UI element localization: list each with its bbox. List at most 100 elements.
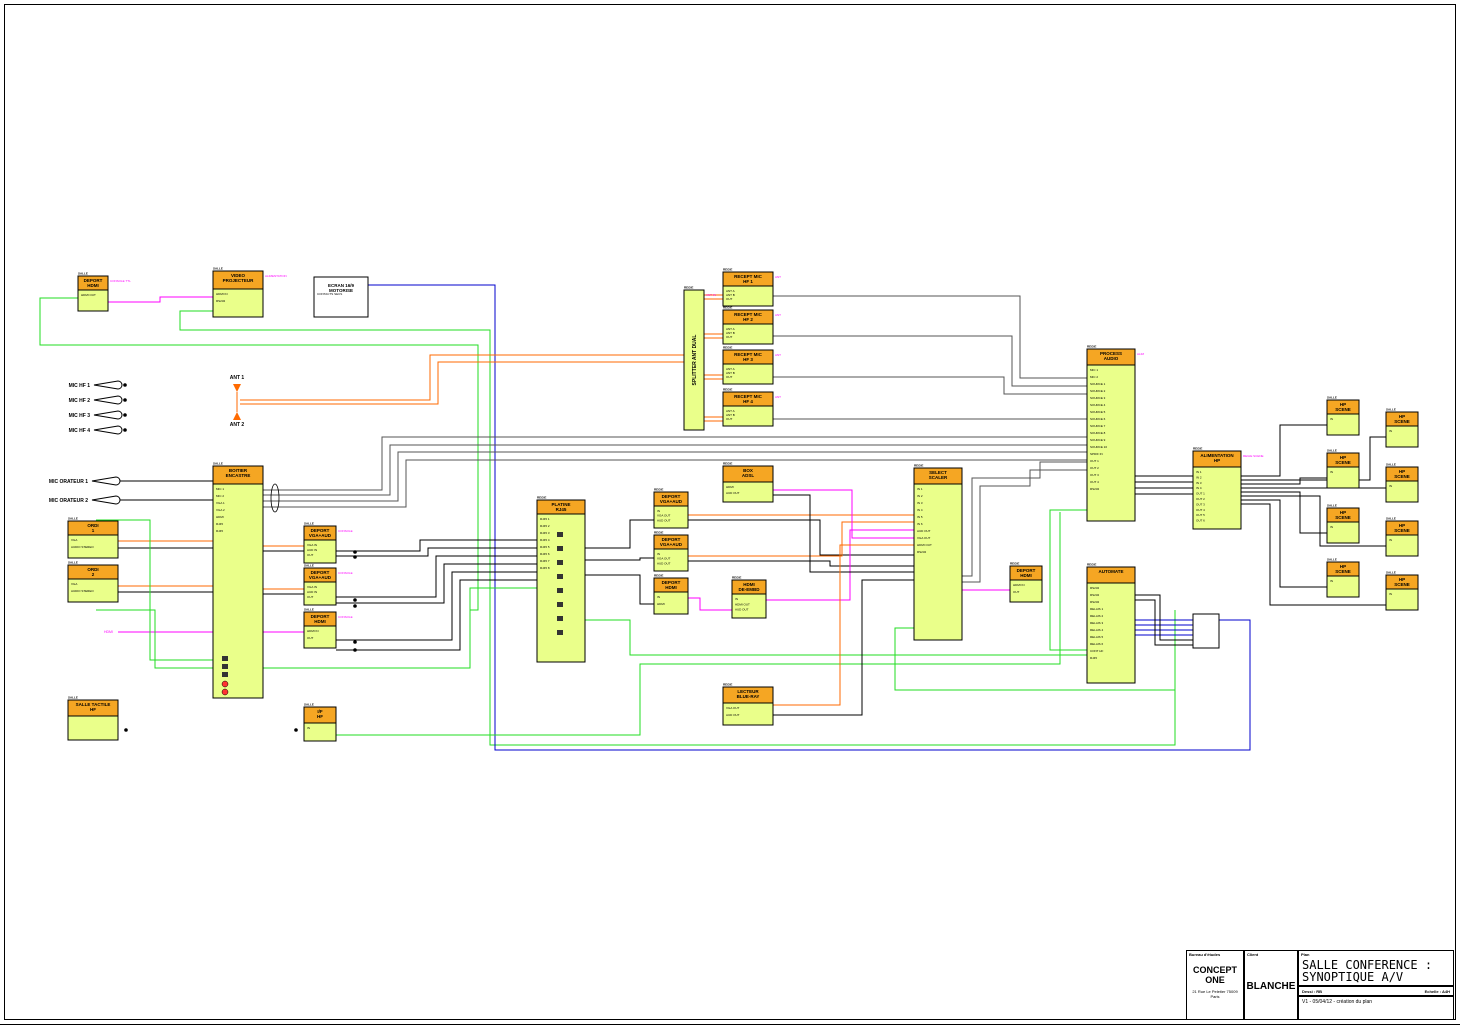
block-port-label: ANT A	[726, 327, 735, 331]
block-title: DEPORT	[311, 570, 330, 575]
wire-r1-out	[773, 295, 1087, 379]
block-body	[212, 465, 264, 699]
wires-layer	[39, 284, 1386, 751]
block-location-tag: REGIE	[723, 388, 732, 392]
block-location-tag: SALLE	[1386, 408, 1396, 412]
block-port-label: VGA 1	[216, 501, 225, 505]
block-title: BLUE-RAY	[737, 694, 760, 699]
block-title: RJ45	[556, 507, 567, 512]
block-port-label: RJ45	[1090, 656, 1097, 660]
block-title: ENCASTRE	[226, 473, 251, 478]
block-header	[653, 577, 689, 593]
block-port-label: HDMI OUT	[81, 293, 96, 297]
block-title: HP	[1340, 510, 1346, 515]
block-title: BOX	[743, 468, 753, 473]
sheet-bottom-rule	[0, 1024, 1460, 1025]
block-port-label: VGA IN	[307, 585, 317, 589]
block-port-label: SOURCE 10	[1090, 445, 1107, 449]
block-title: RECEPT MIC	[734, 312, 763, 317]
block-side-note: CONSOLE TTL	[110, 279, 131, 283]
tb-plan-line2: SYNOPTIQUE A/V	[1302, 970, 1404, 984]
block-port-label: IN	[657, 509, 660, 513]
wire-r2-out	[773, 335, 1087, 387]
block-title: RECEPT MIC	[734, 394, 763, 399]
block-port-label: RELAIS 1	[1090, 607, 1104, 611]
mic-hf-label: MIC HF 3	[69, 413, 91, 419]
block-port-label: OUT	[307, 636, 314, 640]
block-title: SCENE	[1394, 419, 1410, 424]
block-location-tag: SALLE	[1386, 463, 1396, 467]
block-title: HF 2	[743, 317, 753, 322]
block-port-label: OUT 3	[1196, 502, 1205, 506]
block-port-label: RJ45 7	[540, 559, 550, 563]
block-port-label: AUD OUT	[657, 518, 671, 522]
block-port-label: HDMI	[216, 515, 224, 519]
block-title: HF 1	[743, 279, 753, 284]
block-location-tag: REGIE	[723, 683, 732, 687]
block-port-label: IN	[735, 597, 738, 601]
block-side-note: CONSOLE	[338, 571, 353, 575]
block-title: RECEPT MIC	[734, 352, 763, 357]
block-port-label: RELAIS 4	[1090, 628, 1104, 632]
block-port-label: AUD OUT	[657, 561, 671, 565]
block-port-label: MIC 2	[216, 494, 224, 498]
block-location-tag: REGIE	[723, 346, 732, 350]
block-title: SCENE	[1394, 474, 1410, 479]
block-title: HP	[1399, 414, 1405, 419]
block-body	[313, 276, 369, 318]
block-title: MOTORISE	[329, 288, 353, 293]
block-header	[1385, 520, 1419, 536]
wire-lec-aud	[773, 579, 914, 716]
block-port-label: IN	[657, 552, 660, 556]
block-port-label: SOURCE 2	[1090, 389, 1106, 393]
mic-icon	[93, 425, 123, 435]
tb-plan-cell: Plan SALLE CONFERENCE : SYNOPTIQUE A/V	[1298, 950, 1454, 986]
cable-bundle-icon	[270, 483, 280, 513]
block-port-label: AUD IN	[307, 548, 317, 552]
block-port-label: AUD OUT	[735, 608, 749, 612]
block-title: SCENE	[1335, 460, 1351, 465]
block-title: SCENE	[1394, 528, 1410, 533]
block-port-label: SOURCE 9	[1090, 438, 1106, 442]
block-port-label: IN 4	[917, 508, 923, 512]
block-port-label: AUDIO STEREO	[71, 589, 94, 593]
wire-alim-hp3	[1241, 477, 1327, 485]
rj45-socket-icon	[557, 560, 563, 565]
wire-ant-a	[240, 354, 684, 401]
tb-company-label: Bureau d'études	[1189, 952, 1221, 957]
block-port-label: IN 3	[917, 501, 923, 505]
block-title: SELECT	[929, 470, 947, 475]
block-header	[1326, 399, 1360, 415]
block-side-note: REGIE SCENE	[1243, 454, 1264, 458]
block-header	[1385, 466, 1419, 482]
wire-dv2-a	[336, 555, 537, 598]
block-header	[653, 491, 689, 507]
rj45-socket-icon	[222, 672, 228, 677]
block-header	[1326, 561, 1360, 577]
block-port-label: IN 1	[917, 487, 923, 491]
block-port-label: RJ45 3	[540, 531, 550, 535]
block-port-label: VGA	[71, 582, 77, 586]
block-side-note: ANT	[775, 353, 781, 357]
block-port-label: RS232	[216, 299, 226, 303]
block-location-tag: SALLE	[304, 703, 314, 707]
wire-plat-r2	[585, 557, 654, 561]
block-title: DEPORT	[662, 494, 681, 499]
block-port-label: OUT 1	[1196, 492, 1205, 496]
mic-icon	[93, 380, 123, 390]
connector-dot-icon	[353, 555, 357, 559]
wire-boit-g2	[96, 609, 213, 669]
wire-if	[336, 512, 1061, 736]
mic-hf-label: MIC HF 2	[69, 398, 91, 404]
block-title: PROJECTEUR	[223, 278, 255, 283]
block-port-label: IN 2	[917, 494, 923, 498]
wire-ecran-blue	[368, 284, 1251, 751]
wire-r3-select	[688, 597, 732, 611]
block-port-label: HDMI	[726, 485, 734, 489]
